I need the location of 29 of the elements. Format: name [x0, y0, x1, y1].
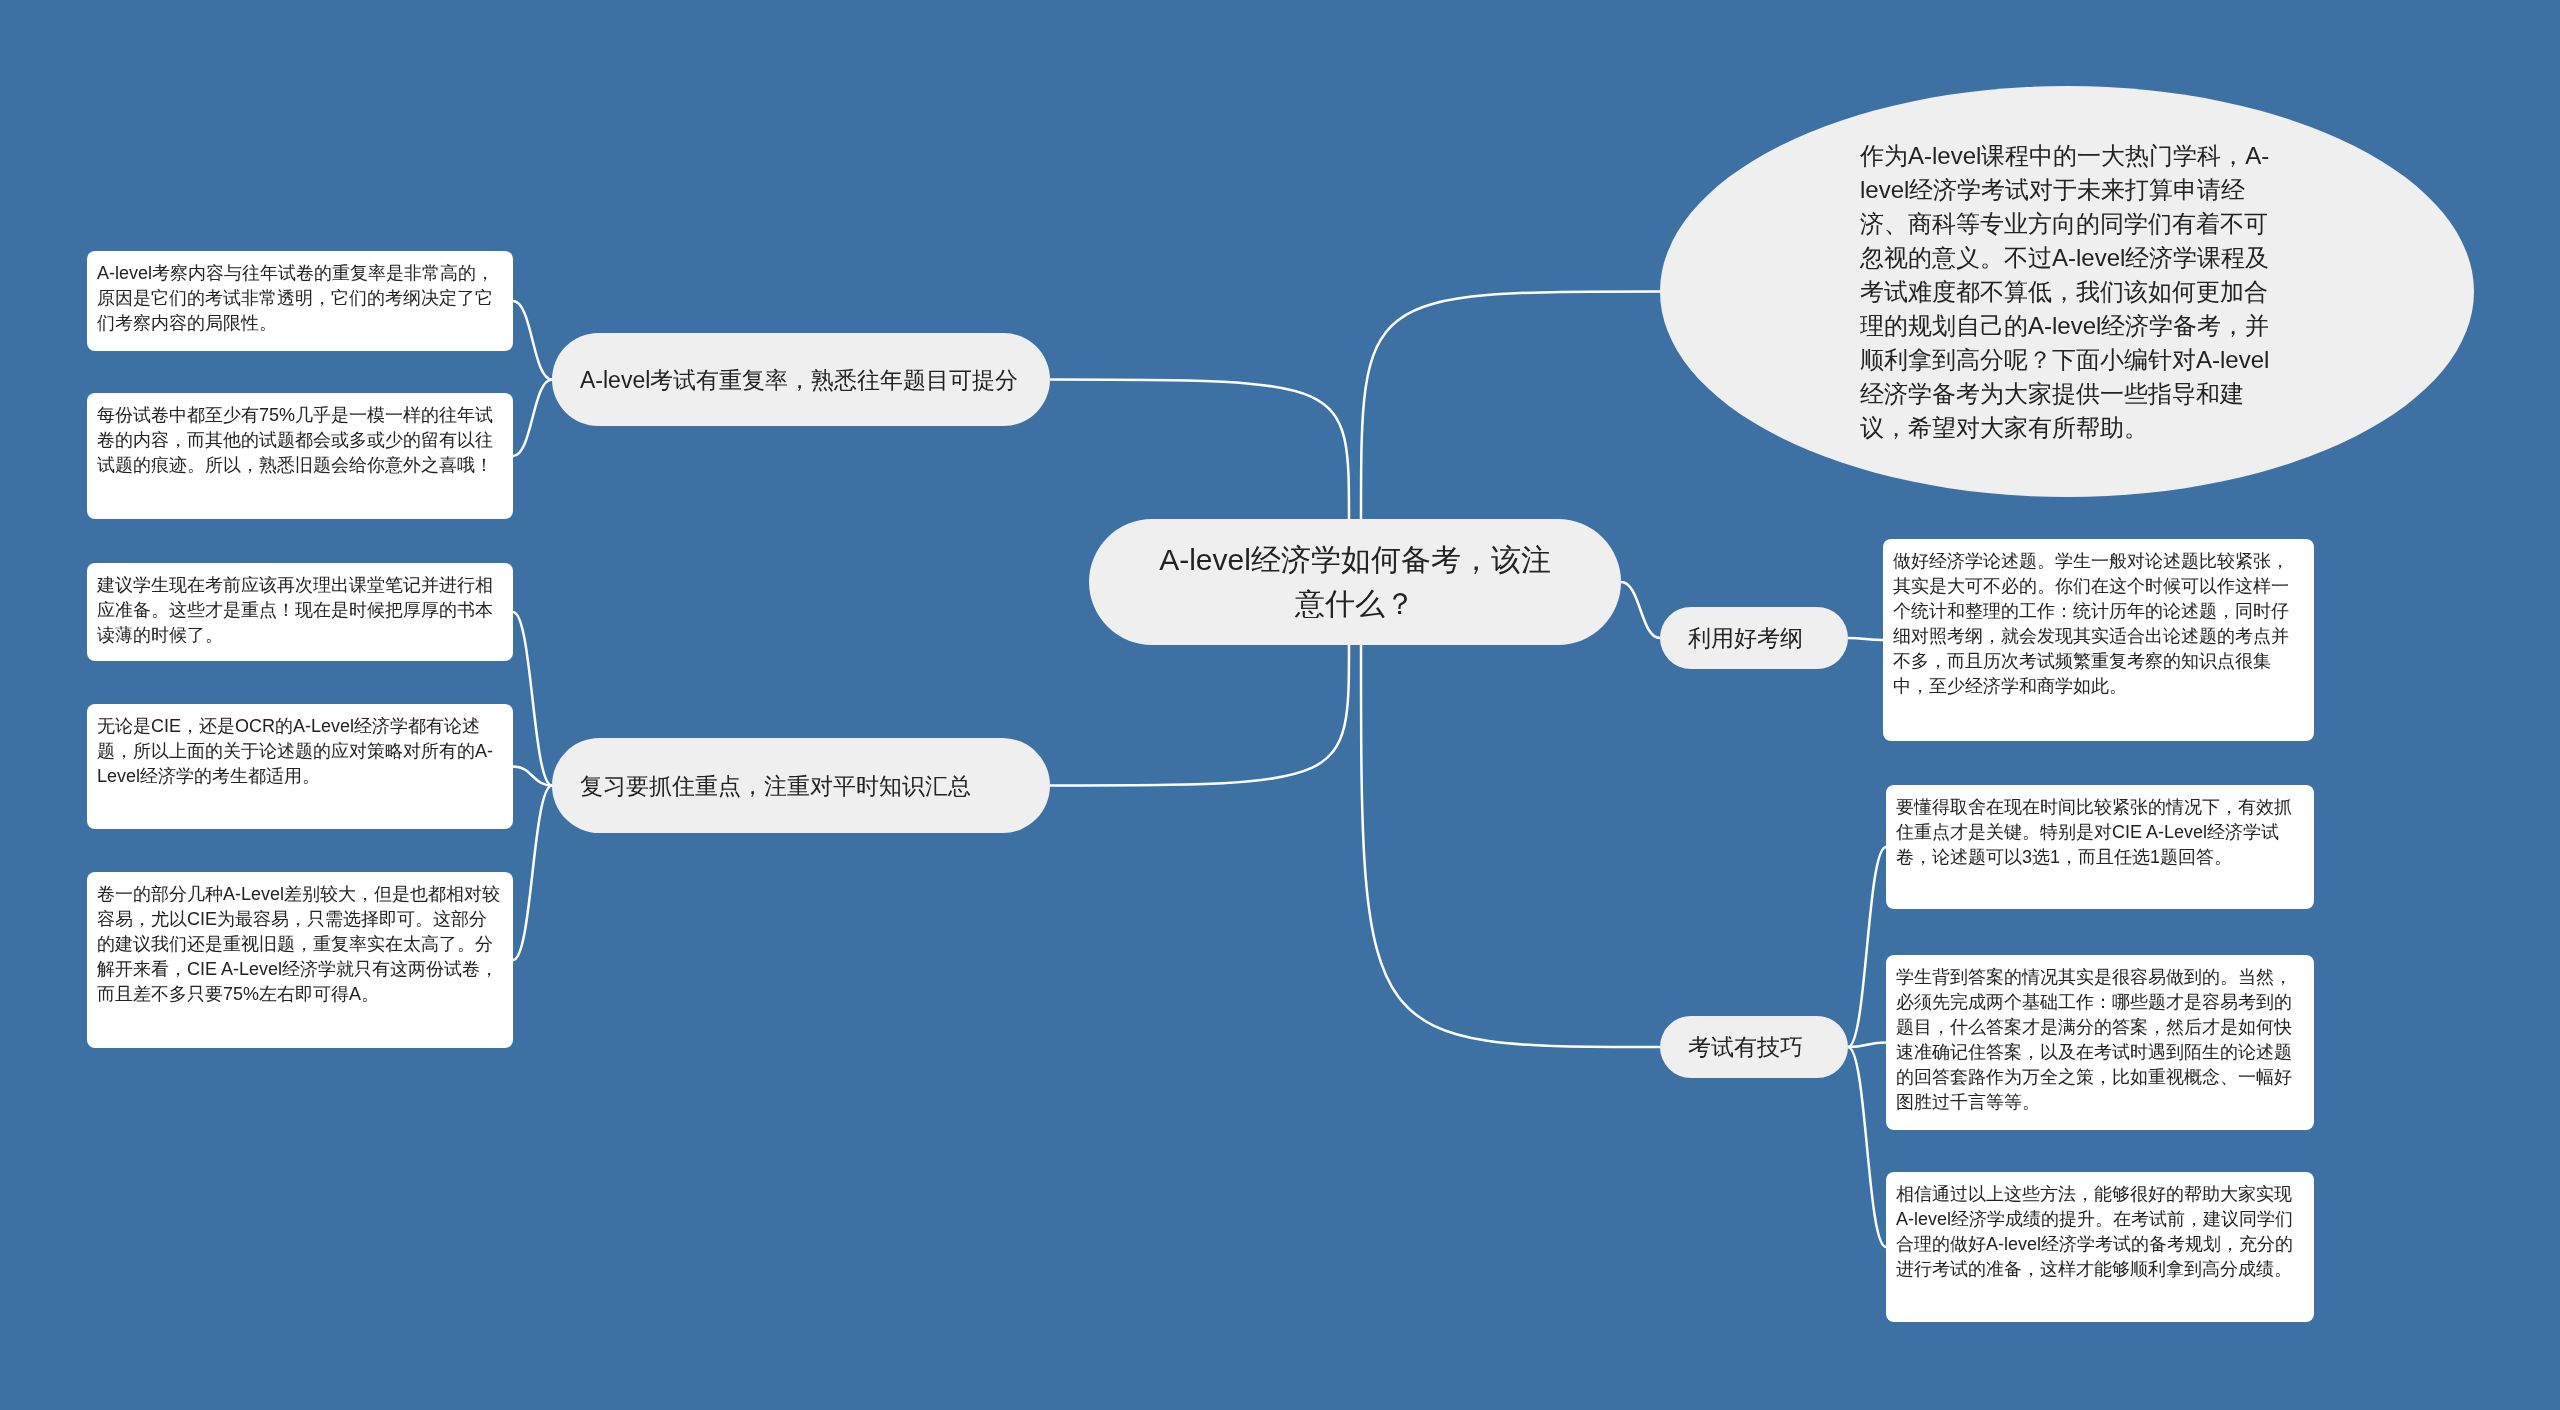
central-topic: A-level经济学如何备考，该注意什么？	[1089, 519, 1621, 645]
connector-line	[1847, 1041, 1887, 1049]
note-card: 无论是CIE，还是OCR的A-Level经济学都有论述题，所以上面的关于论述题的应对策略对所有的A-Level经济学的考生都适用。	[87, 704, 513, 829]
note-card: 做好经济学论述题。学生一般对论述题比较紧张，其实是大可不必的。你们在这个时候可以作这样一个统计和整理的工作：统计历年的论述题，同时仔细对照考纲，就会发现其实适合出论述题的考点并不多，而且历次考试频繁重复考察的知识点很集中，至少经济学和商学如此。	[1883, 539, 2314, 741]
connector-line	[1359, 290, 1660, 519]
connector-line	[1847, 1046, 1887, 1248]
connector-line	[512, 784, 553, 961]
note-card: 卷一的部分几种A-Level差别较大，但是也都相对较容易，尤以CIE为最容易，只需选择即可。这部分的建议我们还是重视旧题，重复率实在太高了。分解开来看，CIE A-Level经济学就只有这两份试卷，而且差不多只要75%左右即可得A。	[87, 872, 513, 1048]
note-card: 每份试卷中都至少有75%几乎是一模一样的往年试卷的内容，而其他的试题都会或多或少的留有以往试题的痕迹。所以，熟悉旧题会给你意外之喜哦！	[87, 393, 513, 519]
note-card: A-level考察内容与往年试卷的重复率是非常高的，原因是它们的考试非常透明，它们的考纲决定了它们考察内容的局限性。	[87, 251, 513, 351]
connector-line	[1359, 645, 1660, 1049]
connector-line	[1050, 378, 1351, 519]
connector-line	[1620, 580, 1661, 640]
connector-line	[512, 299, 553, 381]
note-card: 相信通过以上这些方法，能够很好的帮助大家实现A-level经济学成绩的提升。在考试前，建议同学们合理的做好A-level经济学考试的备考规划，充分的进行考试的准备，这样才能够顺利拿到高分成绩。	[1886, 1172, 2314, 1322]
connector-line	[1050, 645, 1351, 787]
connector-line	[512, 611, 553, 787]
note-card: 要懂得取舍在现在时间比较紧张的情况下，有效抓住重点才是关键。特别是对CIE A-Level经济学试卷，论述题可以3选1，而且任选1题回答。	[1886, 785, 2314, 909]
connector-line	[1847, 846, 1887, 1048]
connector-line	[512, 765, 553, 787]
topic-pill: 考试有技巧	[1660, 1016, 1848, 1078]
topic-pill: 复习要抓住重点，注重对平时知识汇总	[552, 738, 1050, 833]
intro-oval: 作为A-level课程中的一大热门学科，A-level经济学考试对于未来打算申请经济、商科等专业方向的同学们有着不可忽视的意义。不过A-level经济学课程及考试难度都不算低，我们该如何更加合理的规划自己的A-level经济学备考，并顺利拿到高分呢？下面小编针对A-level经济学备考为大家提供一些指导和建议，希望对大家有所帮助。	[1660, 86, 2474, 497]
note-card: 建议学生现在考前应该再次理出课堂笔记并进行相应准备。这些才是重点！现在是时候把厚厚的书本读薄的时候了。	[87, 563, 513, 661]
topic-pill: A-level考试有重复率，熟悉往年题目可提分	[552, 333, 1050, 426]
topic-pill: 利用好考纲	[1660, 607, 1848, 669]
connector-line	[512, 378, 553, 458]
connector-line	[1848, 636, 1883, 642]
note-card: 学生背到答案的情况其实是很容易做到的。当然，必须先完成两个基础工作：哪些题才是容易考到的题目，什么答案才是满分的答案，然后才是如何快速准确记住答案，以及在考试时遇到陌生的论述题的回答套路作为万全之策，比如重视概念、一幅好图胜过千言等等。	[1886, 955, 2314, 1130]
